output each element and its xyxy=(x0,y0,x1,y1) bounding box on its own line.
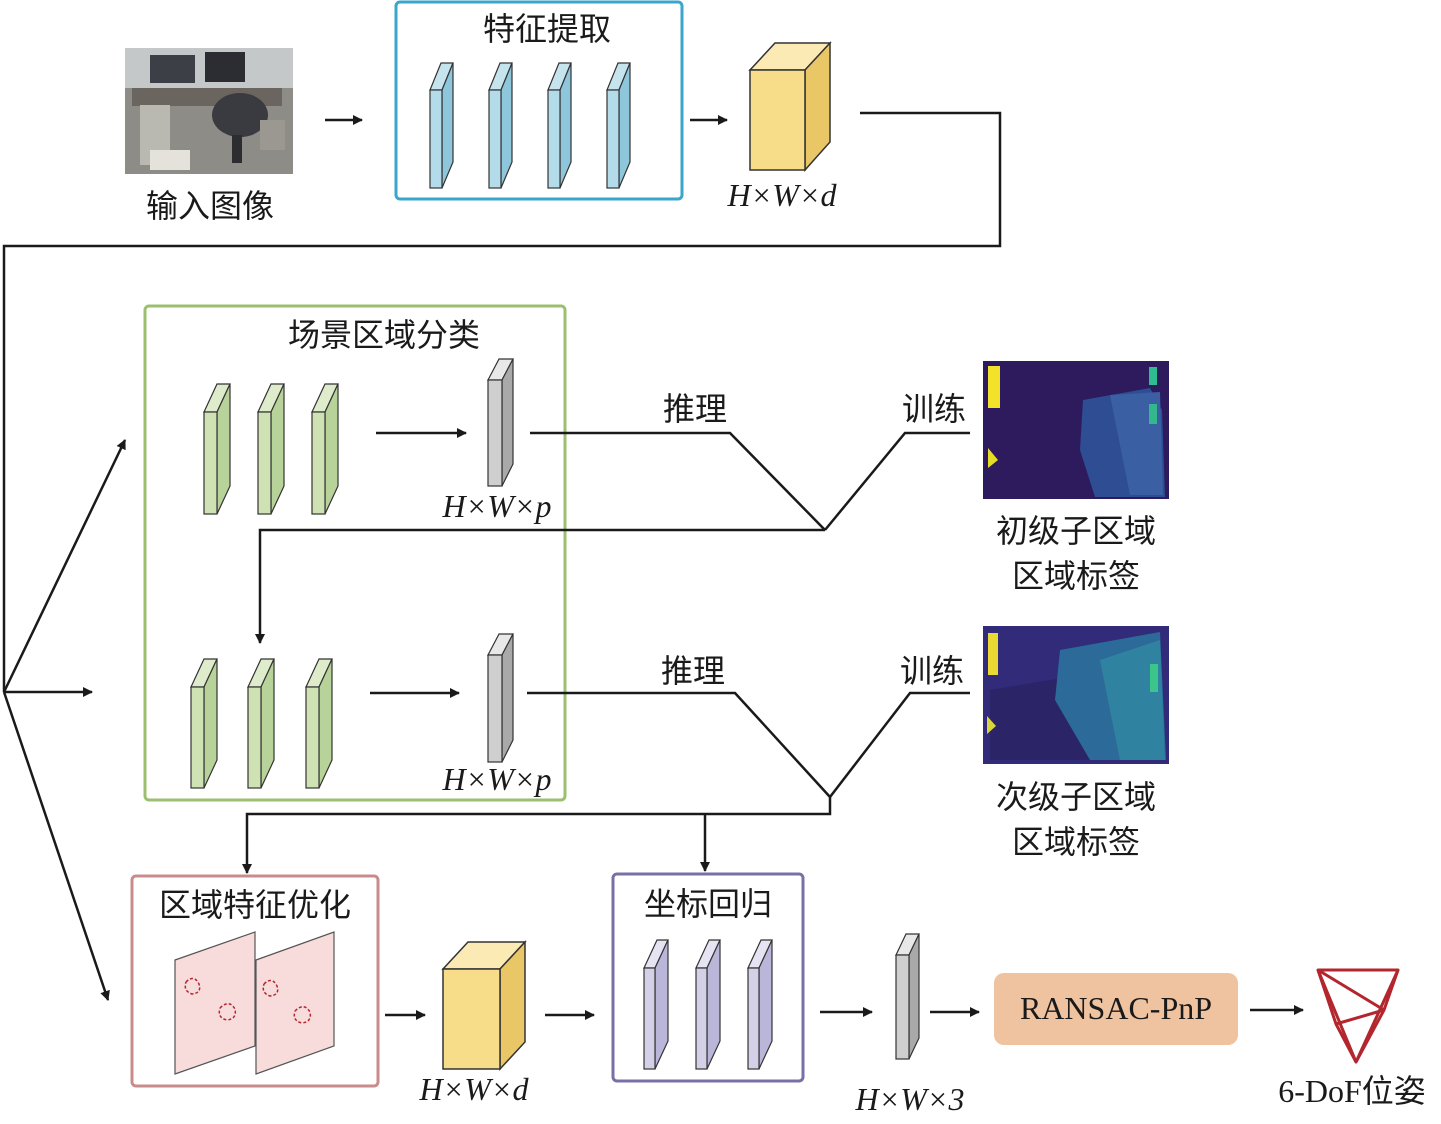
train-label-2: 训练 xyxy=(900,652,964,690)
regression-layers xyxy=(643,939,773,1070)
infer-line-1 xyxy=(530,431,826,531)
coord-regression-box xyxy=(611,872,805,1083)
stage2-dims: H×W×p xyxy=(442,761,552,797)
feature-layer-3 xyxy=(547,62,572,189)
feature-extraction-box xyxy=(394,0,684,201)
feature-extraction-title: 特征提取 xyxy=(483,10,611,48)
green-layer-6 xyxy=(305,658,333,789)
feature-layer-1 xyxy=(429,62,454,189)
primary-label-map xyxy=(983,361,1169,499)
refine-plane-1 xyxy=(174,931,256,1075)
green-layer-3 xyxy=(311,383,339,515)
stage1-output-map xyxy=(487,358,514,487)
refine-plane-2 xyxy=(255,931,335,1075)
feature-cube xyxy=(748,41,832,172)
ransac-label: RANSAC-PnP xyxy=(1020,990,1212,1026)
scene-stage2-layers xyxy=(190,658,333,789)
green-layer-4 xyxy=(190,658,218,789)
secondary-label-caption-1: 次级子区域 xyxy=(996,778,1156,816)
stage2-output-map xyxy=(487,633,514,763)
coord-output-map xyxy=(895,933,920,1060)
train-line-2 xyxy=(829,691,970,798)
infer-label-1: 推理 xyxy=(663,390,727,428)
scene-stage1-layers xyxy=(203,383,339,515)
region-refine-title: 区域特征优化 xyxy=(159,886,351,924)
feedback-to-bottom xyxy=(242,797,832,874)
input-image xyxy=(125,48,293,174)
refined-cube-dims: H×W×d xyxy=(419,1071,530,1107)
refined-feature-cube xyxy=(441,940,527,1071)
branch-arrow-upper xyxy=(2,439,127,693)
infer-label-2: 推理 xyxy=(661,652,725,690)
scene-classification-title: 场景区域分类 xyxy=(288,316,480,354)
green-layer-2 xyxy=(257,383,285,515)
connector-top-loop xyxy=(2,111,1002,692)
train-line-1 xyxy=(824,431,970,531)
purple-layer-2 xyxy=(695,939,721,1070)
primary-label-caption-1: 初级子区域 xyxy=(996,512,1156,550)
coord-output-dims-text: H×W×3 xyxy=(855,1081,965,1117)
ransac-box xyxy=(994,973,1238,1045)
branch-arrow-lower xyxy=(2,691,110,1001)
coord-output-dims: H×W×3 xyxy=(855,1081,965,1117)
feature-layer-4 xyxy=(606,62,631,189)
region-refine-box xyxy=(130,874,380,1088)
pose-caption: 6-DoF位姿 xyxy=(1278,1073,1426,1109)
scene-classification-box xyxy=(143,304,567,802)
coord-regression-title: 坐标回归 xyxy=(644,885,772,923)
pose-frustum-icon xyxy=(1316,968,1400,1064)
feedback-to-stage2 xyxy=(255,528,825,644)
feature-extraction-layers xyxy=(429,62,631,189)
green-layer-1 xyxy=(203,383,231,515)
infer-line-2 xyxy=(527,691,831,798)
feature-layer-2 xyxy=(488,62,513,189)
input-image-caption: 输入图像 xyxy=(146,187,274,225)
feature-cube-dims: H×W×d xyxy=(727,177,838,213)
green-layer-5 xyxy=(247,658,275,789)
secondary-label-map xyxy=(983,626,1169,764)
purple-layer-1 xyxy=(643,939,669,1070)
purple-layer-3 xyxy=(747,939,773,1070)
train-label-1: 训练 xyxy=(902,390,966,428)
primary-label-caption-2: 区域标签 xyxy=(1012,557,1140,595)
stage1-dims: H×W×p xyxy=(442,488,552,524)
secondary-label-caption-2: 区域标签 xyxy=(1012,823,1140,861)
